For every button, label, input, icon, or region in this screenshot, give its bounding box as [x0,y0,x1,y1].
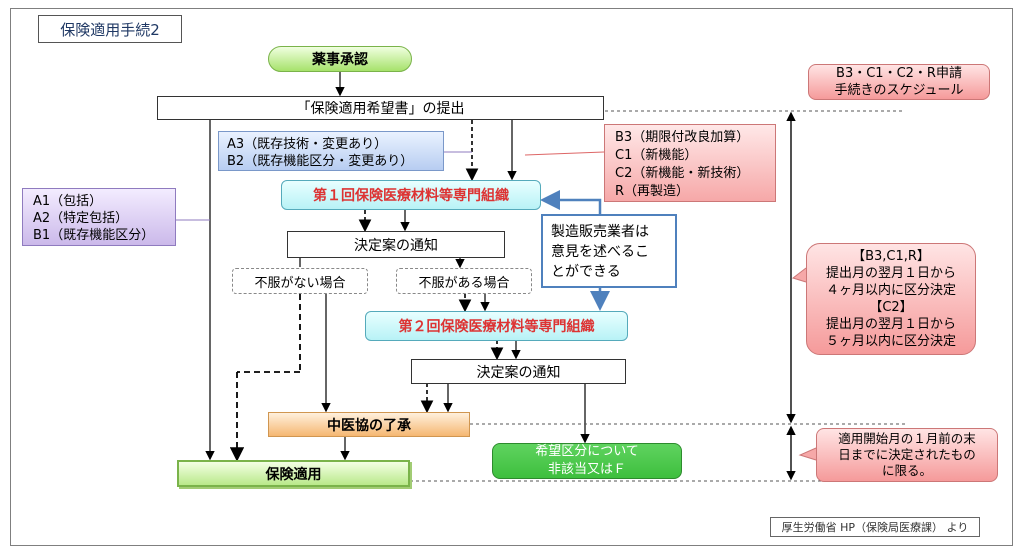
category-line: A3（既存技術・変更あり） [227,137,388,152]
green-line: 希望区分について [535,444,639,459]
objection-node: 不服がある場合 [396,268,532,294]
category-line: A2（特定包括） [33,211,129,226]
category-line: B3（期限付改良加算） [615,130,750,145]
schedule-line: B3・C1・C2・R申請 [836,66,962,81]
schedule-detail-box: 【B3,C1,R】 提出月の翌月１日から ４ヶ月以内に区分決定 【C2】 提出月… [806,243,976,355]
hoken-tekiyo-node: 保険適用 [177,460,410,487]
schedule-line: 【C2】 [869,300,913,315]
schedule-label-box: B3・C1・C2・R申請 手続きのスケジュール [808,64,990,100]
category-line: C1（新機能） [615,148,698,163]
category-b3-c1-c2-r-box: B3（期限付改良加算） C1（新機能） C2（新機能・新技術） R（再製造） [604,124,776,202]
deadline-line: 適用開始月の１月前の末 [838,431,976,446]
chuikyo-node: 中医協の了承 [268,412,470,437]
deadline-note-box: 適用開始月の１月前の末 日までに決定されたもの に限る。 [816,428,998,482]
page-title: 保険適用手続2 [38,15,182,43]
submission-node: 「保険適用希望書」の提出 [157,96,604,120]
notice-first-node: 決定案の通知 [287,231,505,258]
note-line: 意見を述べるこ [551,244,649,260]
schedule-line: 提出月の翌月１日から [825,266,956,281]
notice-second-node: 決定案の通知 [411,359,626,384]
committee-first-node: 第１回保険医療材料等専門組織 [281,180,541,210]
deadline-line: に限る。 [881,463,932,478]
schedule-line: ５ヶ月以内に区分決定 [825,334,956,349]
note-line: 製造販売業者は [551,224,649,240]
no-objection-node: 不服がない場合 [232,268,368,294]
green-line: 非該当又はＦ [547,462,626,477]
manufacturer-note-box: 製造販売業者は 意見を述べるこ とができる [541,214,677,288]
category-line: A1（包括） [33,194,103,209]
schedule-line: 【B3,C1,R】 [852,249,930,264]
category-line: B1（既存機能区分） [33,228,155,243]
approval-node: 薬事承認 [268,46,412,72]
note-line: とができる [551,264,621,280]
source-caption: 厚生労働省 HP（保険局医療課） より [770,517,980,537]
deadline-line: 日までに決定されたもの [838,447,976,462]
schedule-line: 手続きのスケジュール [834,83,964,98]
category-line: B2（既存機能区分・変更あり） [227,154,414,169]
category-line: R（再製造） [615,184,690,199]
category-a1-a2-b1-box: A1（包括） A2（特定包括） B1（既存機能区分） [22,188,176,246]
category-a3-b2-box: A3（既存技術・変更あり） B2（既存機能区分・変更あり） [218,131,444,171]
not-applicable-node: 希望区分について 非該当又はＦ [492,443,682,479]
schedule-line: 提出月の翌月１日から [825,317,956,332]
schedule-line: ４ヶ月以内に区分決定 [825,283,956,298]
committee-second-node: 第２回保険医療材料等専門組織 [365,311,628,341]
category-line: C2（新機能・新技術） [615,166,750,181]
